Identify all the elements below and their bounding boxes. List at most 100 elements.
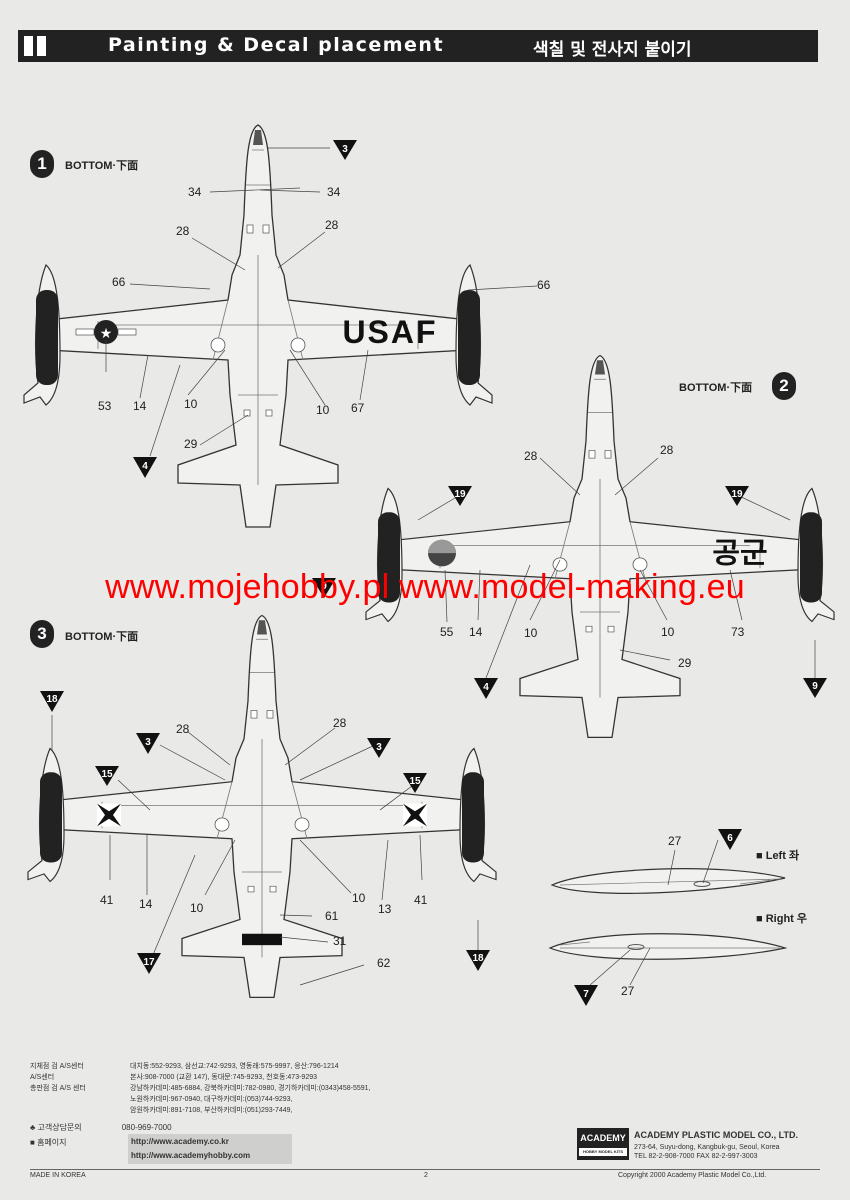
triangle-label: 18 — [46, 694, 58, 705]
callout-41a: 41 — [100, 893, 114, 907]
url-box — [128, 1134, 292, 1164]
triangle-3-view-1: 3 — [333, 140, 357, 160]
triangle-9a-view-2: 9 — [312, 578, 336, 598]
company-name: ACADEMY PLASTIC MODEL CO., LTD. — [634, 1130, 799, 1140]
triangle-15b-view-3: 15 — [403, 773, 427, 793]
callout-14: 14 — [133, 399, 147, 413]
logo-text: ACADEMY — [580, 1133, 626, 1143]
tank-left-label: ■ Left 좌 — [756, 847, 799, 863]
callouts-view-3: 28 28 41 14 10 10 13 41 61 31 62 — [100, 716, 428, 970]
triangle-label: 6 — [727, 833, 733, 844]
callout-29: 29 — [678, 656, 692, 670]
watermark: www.mojehobby.pl www.model-making.eu — [0, 568, 850, 607]
callout-28b: 28 — [333, 716, 347, 730]
usaf-decal: USAF — [342, 314, 437, 350]
callout-14: 14 — [139, 897, 153, 911]
consult-phone: 080-969-7000 — [121, 1123, 172, 1132]
triangle-label: 3 — [376, 742, 382, 753]
tank-right-korean: 우 — [796, 913, 808, 925]
triangle-label: 4 — [142, 461, 148, 472]
callout-62: 62 — [377, 956, 391, 970]
callouts-view-2: 28 28 55 14 10 10 73 29 — [440, 443, 745, 670]
bullet-icon: ■ — [30, 1138, 35, 1147]
service-row-text: 강남하카데미:485-6884, 강북하카데미:782-0980, 경기하카데미… — [130, 1085, 371, 1092]
triangle-label: 3 — [342, 144, 348, 155]
copyright: Copyright 2000 Academy Plastic Model Co.… — [618, 1172, 767, 1179]
service-row-text: 노원하카데미:967-0940, 대구하카데미:(053)744-9293, — [130, 1096, 293, 1103]
service-row-label: 지체점 검 A/S센터 — [30, 1063, 84, 1070]
page-number: 2 — [424, 1172, 428, 1179]
url-academy[interactable]: http://www.academy.co.kr — [131, 1137, 229, 1146]
callout-66b: 66 — [537, 278, 551, 292]
triangle-4-view-1: 4 — [133, 457, 157, 478]
triangle-3b-view-3: 3 — [367, 738, 391, 758]
triangle-7-tanks: 7 — [574, 985, 598, 1006]
drop-tank-right — [548, 933, 788, 960]
callout-61: 61 — [325, 909, 339, 923]
aircraft-view-1: ★ USAF — [23, 124, 493, 528]
view-label-text: BOTTOM — [65, 631, 113, 643]
triangle-9b-view-2: 9 — [803, 678, 827, 698]
header-title: Painting & Decal placement — [108, 34, 445, 56]
callout-67: 67 — [351, 401, 365, 415]
view-label-1: BOTTOM·下面 — [65, 157, 138, 173]
footer-divider — [30, 1169, 820, 1170]
view-label-text: BOTTOM — [679, 382, 727, 394]
triangle-label: 9 — [321, 581, 327, 592]
service-row: 총판점 검 A/S 센터 강남하카데미:485-6884, 강북하카데미:782-… — [30, 1083, 550, 1094]
callout-34a: 34 — [188, 185, 202, 199]
made-in: MADE IN KOREA — [30, 1172, 86, 1179]
tank-left-korean: 좌 — [788, 850, 800, 862]
service-row-text: 본사:908-7000 (교환 147), 동대문:745-9293, 천호동:… — [130, 1074, 317, 1081]
callout-28a: 28 — [176, 722, 190, 736]
home-label: 홈페이지 — [37, 1138, 67, 1147]
triangle-19b-view-2: 19 — [725, 486, 749, 506]
home-row: ■ 홈페이지 — [30, 1137, 67, 1148]
watermark-left: www.mojehobby.pl — [105, 568, 390, 606]
service-row: A/S센터 본사:908-7000 (교환 147), 동대문:745-9293,… — [30, 1072, 550, 1083]
header-bar: Painting & Decal placement 색칠 및 전사지 붙이기 — [18, 30, 818, 62]
view-number-2: 2 — [772, 372, 796, 400]
triangle-label: 15 — [101, 769, 113, 780]
company-tel: TEL 82-2-908-7000 FAX 82-2-997-3003 — [634, 1153, 758, 1160]
service-row-label: A/S센터 — [30, 1074, 55, 1081]
callouts-tanks: 27 27 — [621, 834, 682, 998]
triangle-label: 19 — [454, 489, 466, 500]
url-academyhobby[interactable]: http://www.academyhobby.com — [131, 1151, 251, 1160]
service-row: 지체점 검 A/S센터 대치동:552-9293, 삼선교:742-9293, 영… — [30, 1061, 550, 1072]
callout-13: 13 — [378, 902, 392, 916]
triangle-15a-view-3: 15 — [95, 766, 119, 786]
tank-right-label: ■ Right 우 — [756, 910, 807, 926]
callout-27a: 27 — [668, 834, 682, 848]
callout-29: 29 — [184, 437, 198, 451]
view-number-1: 1 — [30, 150, 54, 178]
consult-label: 고객상담문의 — [37, 1123, 82, 1132]
triangle-label: 17 — [143, 957, 155, 968]
triangle-label: 9 — [812, 681, 818, 692]
callout-28b: 28 — [325, 218, 339, 232]
svg-text:★: ★ — [100, 325, 113, 341]
callout-10b: 10 — [352, 891, 366, 905]
triangle-label: 19 — [731, 489, 743, 500]
callout-34b: 34 — [327, 185, 341, 199]
callout-10b: 10 — [316, 403, 330, 417]
callout-14: 14 — [469, 625, 483, 639]
callout-28a: 28 — [176, 224, 190, 238]
aircraft-view-3 — [27, 614, 497, 999]
logo-subtext: HOBBY MODEL KITS — [579, 1148, 627, 1156]
tank-right-text: Right — [765, 913, 794, 925]
consult-row: ♣ 고객상담문의 080-969-7000 — [30, 1122, 172, 1133]
service-row-text: 암원하카데미:891-7108, 부산하카데미:(051)293-7449, — [130, 1107, 293, 1114]
aircraft-view-2: 공군 — [365, 354, 835, 739]
service-row-label: 총판점 검 A/S 센터 — [30, 1085, 86, 1092]
service-row-text: 대치동:552-9293, 삼선교:742-9293, 영동래:575-9997… — [130, 1063, 339, 1070]
view-label-text: BOTTOM — [65, 160, 113, 172]
header-title-korean: 색칠 및 전사지 붙이기 — [533, 40, 692, 60]
view-number-3: 3 — [30, 620, 54, 648]
callout-28b: 28 — [660, 443, 674, 457]
triangle-3a-view-3: 3 — [136, 733, 160, 754]
academy-logo: ACADEMY HOBBY MODEL KITS — [577, 1128, 629, 1160]
triangle-label: 3 — [145, 737, 151, 748]
